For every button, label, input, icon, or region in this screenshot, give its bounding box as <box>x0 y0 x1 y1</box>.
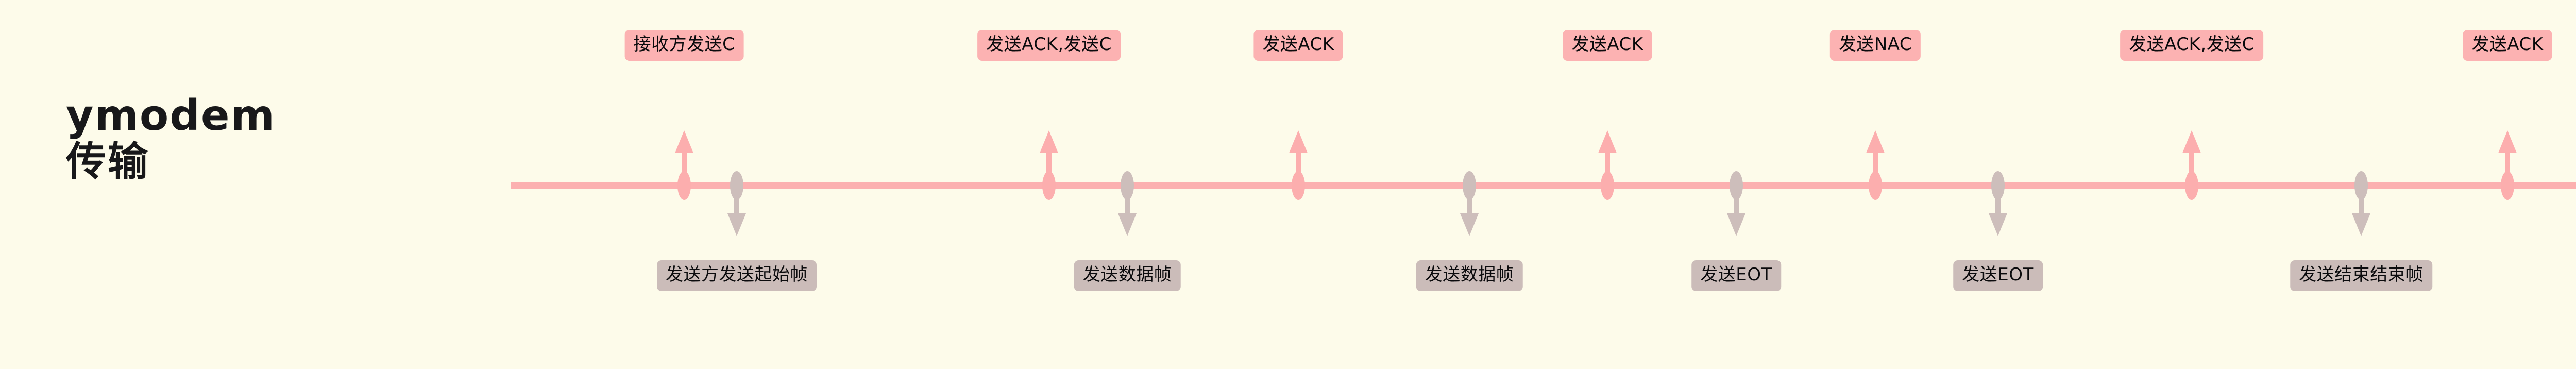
arrow-up-icon <box>2498 130 2517 153</box>
event-label-sender: 发送方发送起始帧 <box>657 260 817 291</box>
event-label-receiver: 发送ACK,发送C <box>2120 30 2263 61</box>
arrow-up-icon <box>675 130 693 153</box>
title-line-protocol: ymodem <box>66 91 276 140</box>
title-line-subject: 传输 <box>66 139 150 186</box>
timeline-node-dot <box>2185 171 2198 200</box>
arrow-down-icon <box>1989 213 2007 236</box>
arrow-down-icon <box>1727 213 1745 236</box>
timeline-node-dot <box>1292 171 1305 200</box>
timeline-node-dot <box>677 171 691 200</box>
arrow-up-stem <box>682 150 687 179</box>
arrow-down-icon <box>727 213 746 236</box>
arrow-down-icon <box>2352 213 2370 236</box>
diagram-title: ymodem 传输 <box>66 91 287 186</box>
arrow-up-icon <box>1040 130 1058 153</box>
arrow-up-stem <box>1873 150 1878 179</box>
event-label-receiver: 发送ACK,发送C <box>977 30 1121 61</box>
event-label-receiver: 发送ACK <box>1563 30 1652 61</box>
event-label-receiver: 发送ACK <box>2463 30 2552 61</box>
arrow-down-stem <box>734 192 739 219</box>
arrow-down-stem <box>1995 192 2001 219</box>
timeline-node-dot <box>2501 171 2514 200</box>
arrow-up-stem <box>1296 150 1301 179</box>
timeline-node-dot <box>1869 171 1882 200</box>
arrow-up-icon <box>2182 130 2201 153</box>
arrow-down-icon <box>1460 213 1479 236</box>
arrow-up-stem <box>1046 150 1052 179</box>
arrow-down-stem <box>1734 192 1739 219</box>
timeline-node-dot <box>2354 171 2368 200</box>
arrow-down-stem <box>1467 192 1472 219</box>
timeline-node-dot <box>1042 171 1056 200</box>
timeline-node-dot <box>1121 171 1134 200</box>
event-label-receiver: 发送NAC <box>1829 30 1921 61</box>
arrow-up-icon <box>1289 130 1308 153</box>
event-label-sender: 发送结束结束帧 <box>2290 260 2432 291</box>
arrow-down-stem <box>1125 192 1130 219</box>
arrow-up-stem <box>1605 150 1610 179</box>
timeline-node-dot <box>1991 171 2005 200</box>
timeline-node-dot <box>730 171 743 200</box>
event-label-sender: 发送数据帧 <box>1416 260 1523 291</box>
event-label-receiver: 接收方发送C <box>624 30 744 61</box>
timeline-node-dot <box>1601 171 1614 200</box>
event-label-sender: 发送EOT <box>1953 260 2043 291</box>
arrow-down-icon <box>1118 213 1137 236</box>
event-label-receiver: 发送ACK <box>1253 30 1343 61</box>
arrow-up-stem <box>2505 150 2510 179</box>
arrow-up-icon <box>1598 130 1617 153</box>
timeline-node-dot <box>1463 171 1476 200</box>
timeline-node-dot <box>1730 171 1743 200</box>
timeline-axis <box>511 182 2576 189</box>
event-label-sender: 发送EOT <box>1691 260 1781 291</box>
arrow-down-stem <box>2359 192 2364 219</box>
event-label-sender: 发送数据帧 <box>1074 260 1181 291</box>
arrow-up-icon <box>1866 130 1885 153</box>
arrow-up-stem <box>2189 150 2194 179</box>
